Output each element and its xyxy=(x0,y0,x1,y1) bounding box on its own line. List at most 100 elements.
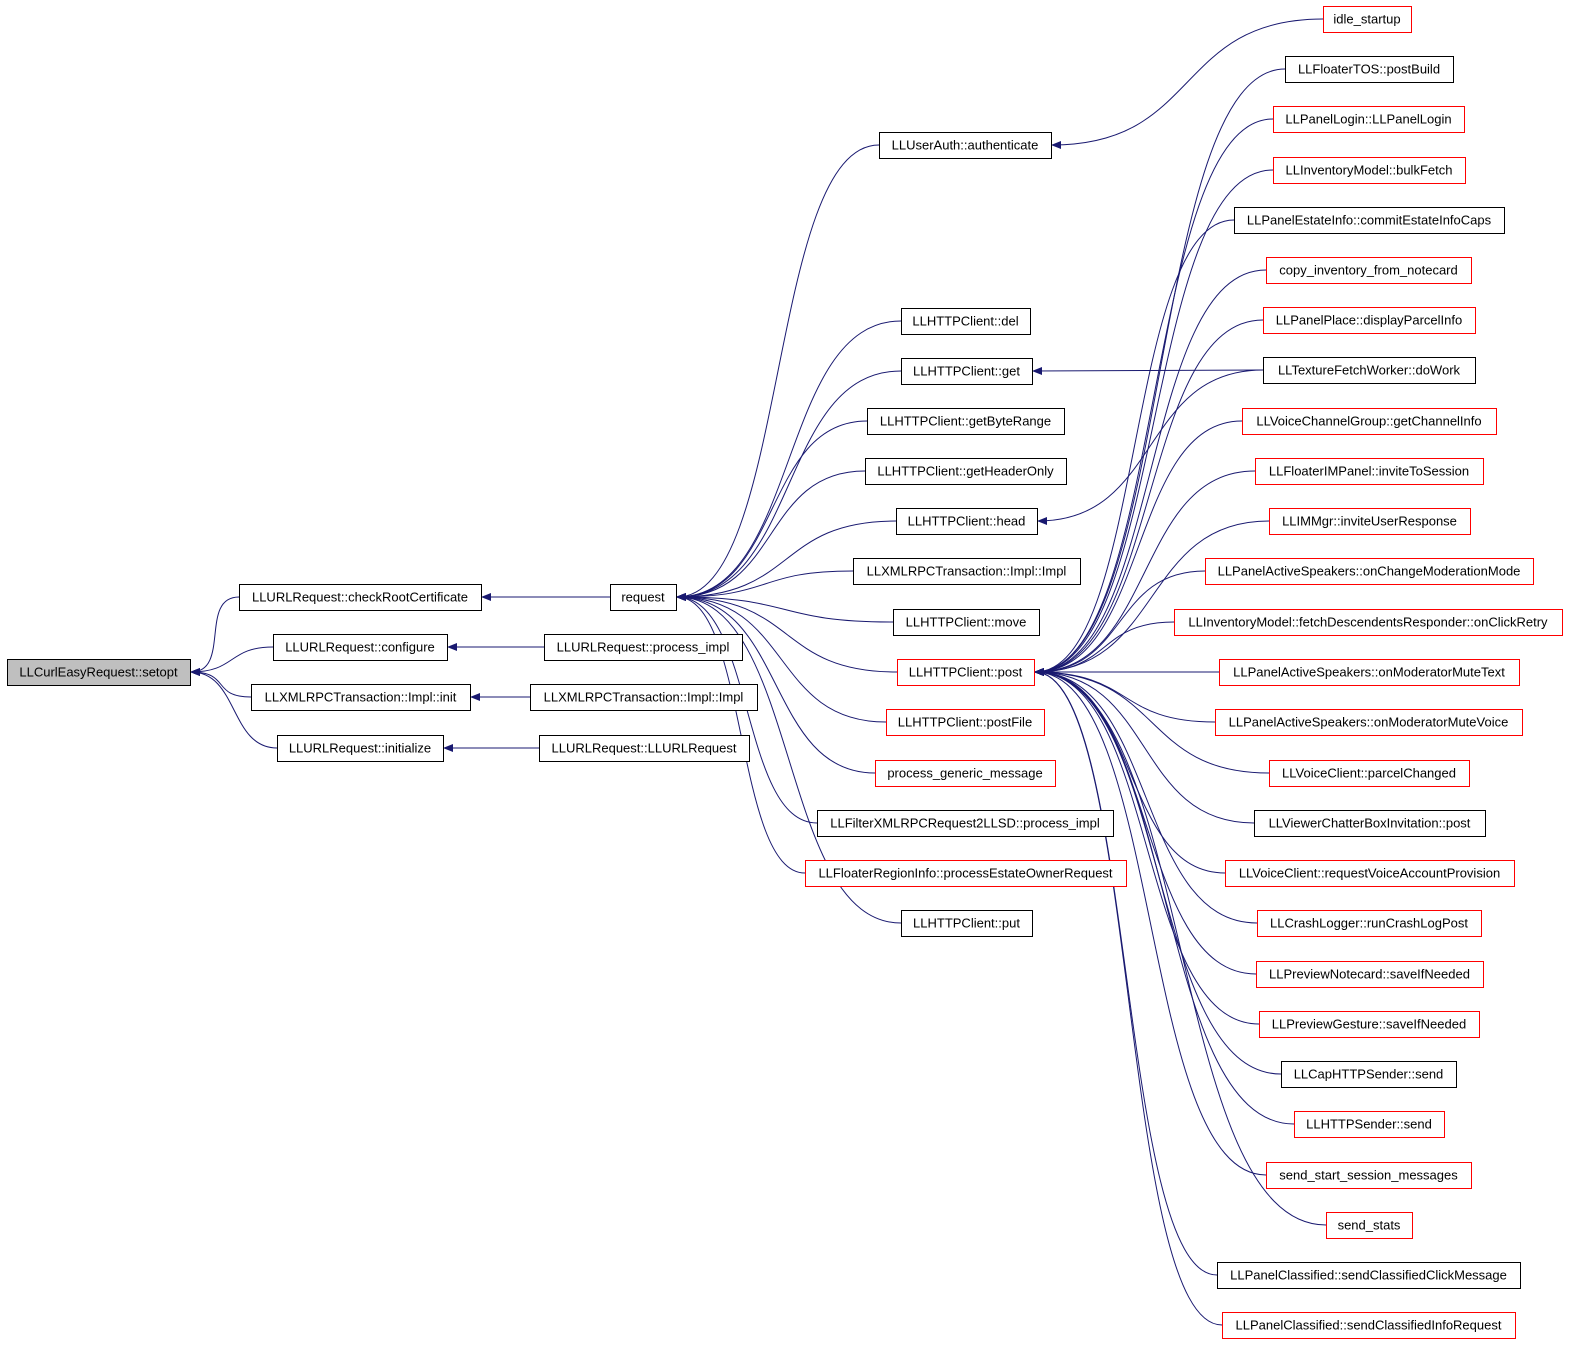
node-box xyxy=(867,408,1065,435)
node-floater-tos[interactable]: LLFloaterTOS::postBuild xyxy=(1285,56,1454,83)
node-post-file[interactable]: LLHTTPClient::postFile xyxy=(886,709,1045,736)
node-put[interactable]: LLHTTPClient::put xyxy=(901,910,1033,937)
node-label: LLPanelActiveSpeakers::onModeratorMuteVo… xyxy=(1229,715,1509,730)
node-cap-send[interactable]: LLCapHTTPSender::send xyxy=(1281,1061,1457,1088)
node-box xyxy=(875,760,1056,787)
node-configure[interactable]: LLURLRequest::configure xyxy=(273,634,448,661)
edge-authenticate-to-request xyxy=(676,144,880,601)
node-get-header-only[interactable]: LLHTTPClient::getHeaderOnly xyxy=(865,458,1067,485)
node-get[interactable]: LLHTTPClient::get xyxy=(901,358,1033,385)
edge-crash-log-to-post xyxy=(1034,668,1258,924)
edge-xml-impl2-to-request xyxy=(676,570,854,601)
node-label: request xyxy=(621,590,665,605)
node-filter-xml[interactable]: LLFilterXMLRPCRequest2LLSD::process_impl xyxy=(817,810,1114,837)
node-box xyxy=(1263,307,1476,334)
node-box xyxy=(901,910,1033,937)
node-xml-impl2[interactable]: LLXMLRPCTransaction::Impl::Impl xyxy=(853,558,1081,585)
edge-do-work-to-get xyxy=(1032,366,1264,375)
node-head[interactable]: LLHTTPClient::head xyxy=(896,508,1038,535)
node-mute-voice[interactable]: LLPanelActiveSpeakers::onModeratorMuteVo… xyxy=(1215,709,1523,736)
node-idle-startup[interactable]: idle_startup xyxy=(1323,6,1412,33)
node-gesture-save[interactable]: LLPreviewGesture::saveIfNeeded xyxy=(1259,1011,1480,1038)
node-check-root-cert[interactable]: LLURLRequest::checkRootCertificate xyxy=(239,584,482,611)
node-label: LLInventoryModel::fetchDescendentsRespon… xyxy=(1188,615,1548,630)
node-box xyxy=(1259,1011,1480,1038)
node-label: send_stats xyxy=(1338,1218,1401,1233)
node-notecard-save[interactable]: LLPreviewNotecard::saveIfNeeded xyxy=(1256,961,1484,988)
node-do-work[interactable]: LLTextureFetchWorker::doWork xyxy=(1263,357,1476,384)
node-box xyxy=(1219,659,1520,686)
node-send-stats[interactable]: send_stats xyxy=(1326,1212,1413,1239)
node-box xyxy=(1323,6,1412,33)
edge-gesture-save-to-post xyxy=(1034,668,1260,1025)
node-label: LLHTTPSender::send xyxy=(1306,1117,1432,1132)
node-label: LLXMLRPCTransaction::Impl::init xyxy=(265,690,457,705)
node-box xyxy=(1174,609,1563,636)
node-label: LLHTTPClient::getByteRange xyxy=(880,414,1051,429)
node-xml-impl1[interactable]: LLXMLRPCTransaction::Impl::Impl xyxy=(530,684,758,711)
edge-display-parcel-to-post xyxy=(1034,319,1264,676)
node-panel-login[interactable]: LLPanelLogin::LLPanelLogin xyxy=(1273,106,1465,133)
node-crash-log[interactable]: LLCrashLogger::runCrashLogPost xyxy=(1257,910,1482,937)
node-http-send[interactable]: LLHTTPSender::send xyxy=(1294,1111,1445,1138)
node-box xyxy=(539,735,750,762)
node-copy-inv[interactable]: copy_inventory_from_notecard xyxy=(1266,257,1472,284)
edge-invite-to-session-to-post xyxy=(1034,470,1256,676)
node-setopt[interactable]: LLCurlEasyRequest::setopt xyxy=(7,659,191,686)
node-commit-estate[interactable]: LLPanelEstateInfo::commitEstateInfoCaps xyxy=(1234,207,1505,234)
node-label: LLInventoryModel::bulkFetch xyxy=(1286,163,1453,178)
node-authenticate[interactable]: LLUserAuth::authenticate xyxy=(879,132,1052,159)
node-box xyxy=(251,684,471,711)
node-label: process_generic_message xyxy=(887,766,1042,781)
node-label: LLURLRequest::LLURLRequest xyxy=(552,741,737,756)
node-mute-text[interactable]: LLPanelActiveSpeakers::onModeratorMuteTe… xyxy=(1219,659,1520,686)
node-display-parcel[interactable]: LLPanelPlace::displayParcelInfo xyxy=(1263,307,1476,334)
node-label: LLFloaterRegionInfo::processEstateOwnerR… xyxy=(818,866,1112,881)
edge-on-click-retry-to-post xyxy=(1034,621,1175,676)
node-start-session[interactable]: send_start_session_messages xyxy=(1266,1162,1472,1189)
node-label: LLHTTPClient::head xyxy=(908,514,1026,529)
node-floater-region[interactable]: LLFloaterRegionInfo::processEstateOwnerR… xyxy=(805,860,1127,887)
node-request[interactable]: request xyxy=(610,584,677,611)
node-get-byte-range[interactable]: LLHTTPClient::getByteRange xyxy=(867,408,1065,435)
node-bulk-fetch[interactable]: LLInventoryModel::bulkFetch xyxy=(1273,157,1466,184)
node-chatter-post[interactable]: LLViewerChatterBoxInvitation::post xyxy=(1254,810,1486,837)
edge-copy-inv-to-post xyxy=(1034,269,1267,676)
edge-get-channel-info-to-post xyxy=(1034,420,1243,676)
node-parcel-changed[interactable]: LLVoiceClient::parcelChanged xyxy=(1269,760,1470,787)
edge-check-root-cert-to-setopt xyxy=(190,596,240,676)
node-initialize[interactable]: LLURLRequest::initialize xyxy=(277,735,444,762)
node-label: LLVoiceChannelGroup::getChannelInfo xyxy=(1256,414,1481,429)
node-invite-user-response[interactable]: LLIMMgr::inviteUserResponse xyxy=(1269,508,1471,535)
edge-voice-account-to-post xyxy=(1034,668,1226,874)
edge-on-change-moderation-to-post xyxy=(1034,570,1206,676)
edge-chatter-post-to-post xyxy=(1034,668,1255,824)
node-xml-init[interactable]: LLXMLRPCTransaction::Impl::init xyxy=(251,684,471,711)
node-post[interactable]: LLHTTPClient::post xyxy=(897,659,1035,686)
node-voice-account[interactable]: LLVoiceClient::requestVoiceAccountProvis… xyxy=(1225,860,1515,887)
node-del[interactable]: LLHTTPClient::del xyxy=(901,308,1031,335)
node-process-impl[interactable]: LLURLRequest::process_impl xyxy=(544,634,743,661)
node-box xyxy=(1263,357,1476,384)
edge-panel-login-to-post xyxy=(1034,118,1274,676)
node-move[interactable]: LLHTTPClient::move xyxy=(893,609,1040,636)
node-box xyxy=(239,584,482,611)
node-info-request[interactable]: LLPanelClassified::sendClassifiedInfoReq… xyxy=(1222,1312,1516,1339)
node-box xyxy=(273,634,448,661)
node-box xyxy=(1285,56,1454,83)
node-llurl-request[interactable]: LLURLRequest::LLURLRequest xyxy=(539,735,750,762)
node-label: LLPanelPlace::displayParcelInfo xyxy=(1276,313,1462,328)
node-click-message[interactable]: LLPanelClassified::sendClassifiedClickMe… xyxy=(1217,1262,1521,1289)
edge-commit-estate-to-post xyxy=(1034,219,1235,676)
node-label: LLUserAuth::authenticate xyxy=(892,138,1039,153)
node-on-click-retry[interactable]: LLInventoryModel::fetchDescendentsRespon… xyxy=(1174,609,1563,636)
node-label: LLPreviewGesture::saveIfNeeded xyxy=(1272,1017,1466,1032)
node-label: LLHTTPClient::postFile xyxy=(898,715,1032,730)
node-box xyxy=(886,709,1045,736)
node-on-change-moderation[interactable]: LLPanelActiveSpeakers::onChangeModeratio… xyxy=(1205,558,1534,585)
node-process-generic[interactable]: process_generic_message xyxy=(875,760,1056,787)
edge-get-byte-range-to-request xyxy=(676,420,868,601)
node-get-channel-info[interactable]: LLVoiceChannelGroup::getChannelInfo xyxy=(1242,408,1497,435)
node-invite-to-session[interactable]: LLFloaterIMPanel::inviteToSession xyxy=(1255,458,1484,485)
